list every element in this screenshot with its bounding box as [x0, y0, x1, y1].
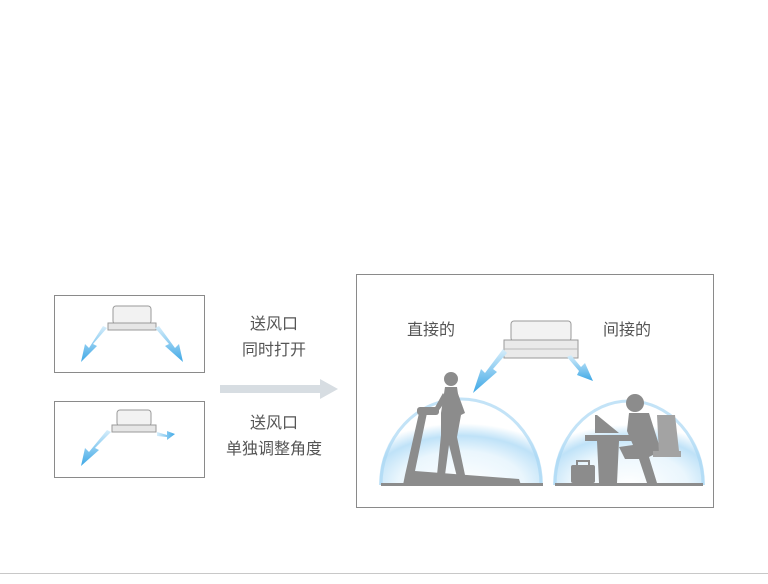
indirect-label: 间接的	[603, 320, 652, 339]
arrow-right-down-icon	[155, 326, 183, 362]
caption-line: 同时打开	[241, 340, 306, 359]
floor-line-right	[555, 483, 703, 486]
cool-air-dome-left-ring	[379, 397, 543, 486]
arrow-left-down-icon	[81, 430, 111, 466]
vents-both-open-illustration	[81, 305, 183, 362]
airflow-scene-panel: 直接的 间接的	[356, 274, 714, 508]
bottom-divider	[0, 573, 768, 574]
arrow-left-down-icon	[81, 326, 107, 362]
caption-line: 送风口	[249, 413, 298, 432]
arrow-right-horizontal-icon	[157, 431, 175, 440]
briefcase-icon	[571, 465, 595, 483]
laptop-icon	[595, 415, 619, 433]
vents-independent-panel	[54, 401, 205, 478]
vents-both-open-panel	[54, 295, 205, 373]
caption-vents-independent: 送风口 单独调整角度	[214, 412, 334, 460]
treadmill-runner-silhouette	[403, 372, 521, 485]
cassette-unit-icon	[503, 320, 579, 359]
arrow-indirect-icon	[567, 355, 593, 381]
arrow-direct-icon	[473, 349, 507, 393]
caption-vents-both-open: 送风口 同时打开	[224, 313, 324, 361]
office-worker-silhouette	[571, 394, 681, 483]
airflow-scene-illustration	[379, 320, 705, 486]
transition-arrow-icon	[220, 379, 338, 399]
cassette-unit-icon	[107, 305, 157, 331]
vents-independent-illustration	[81, 409, 175, 466]
caption-line: 单独调整角度	[225, 439, 322, 458]
caption-line: 送风口	[249, 314, 298, 333]
direct-label: 直接的	[407, 320, 456, 339]
cassette-unit-icon	[111, 409, 157, 433]
